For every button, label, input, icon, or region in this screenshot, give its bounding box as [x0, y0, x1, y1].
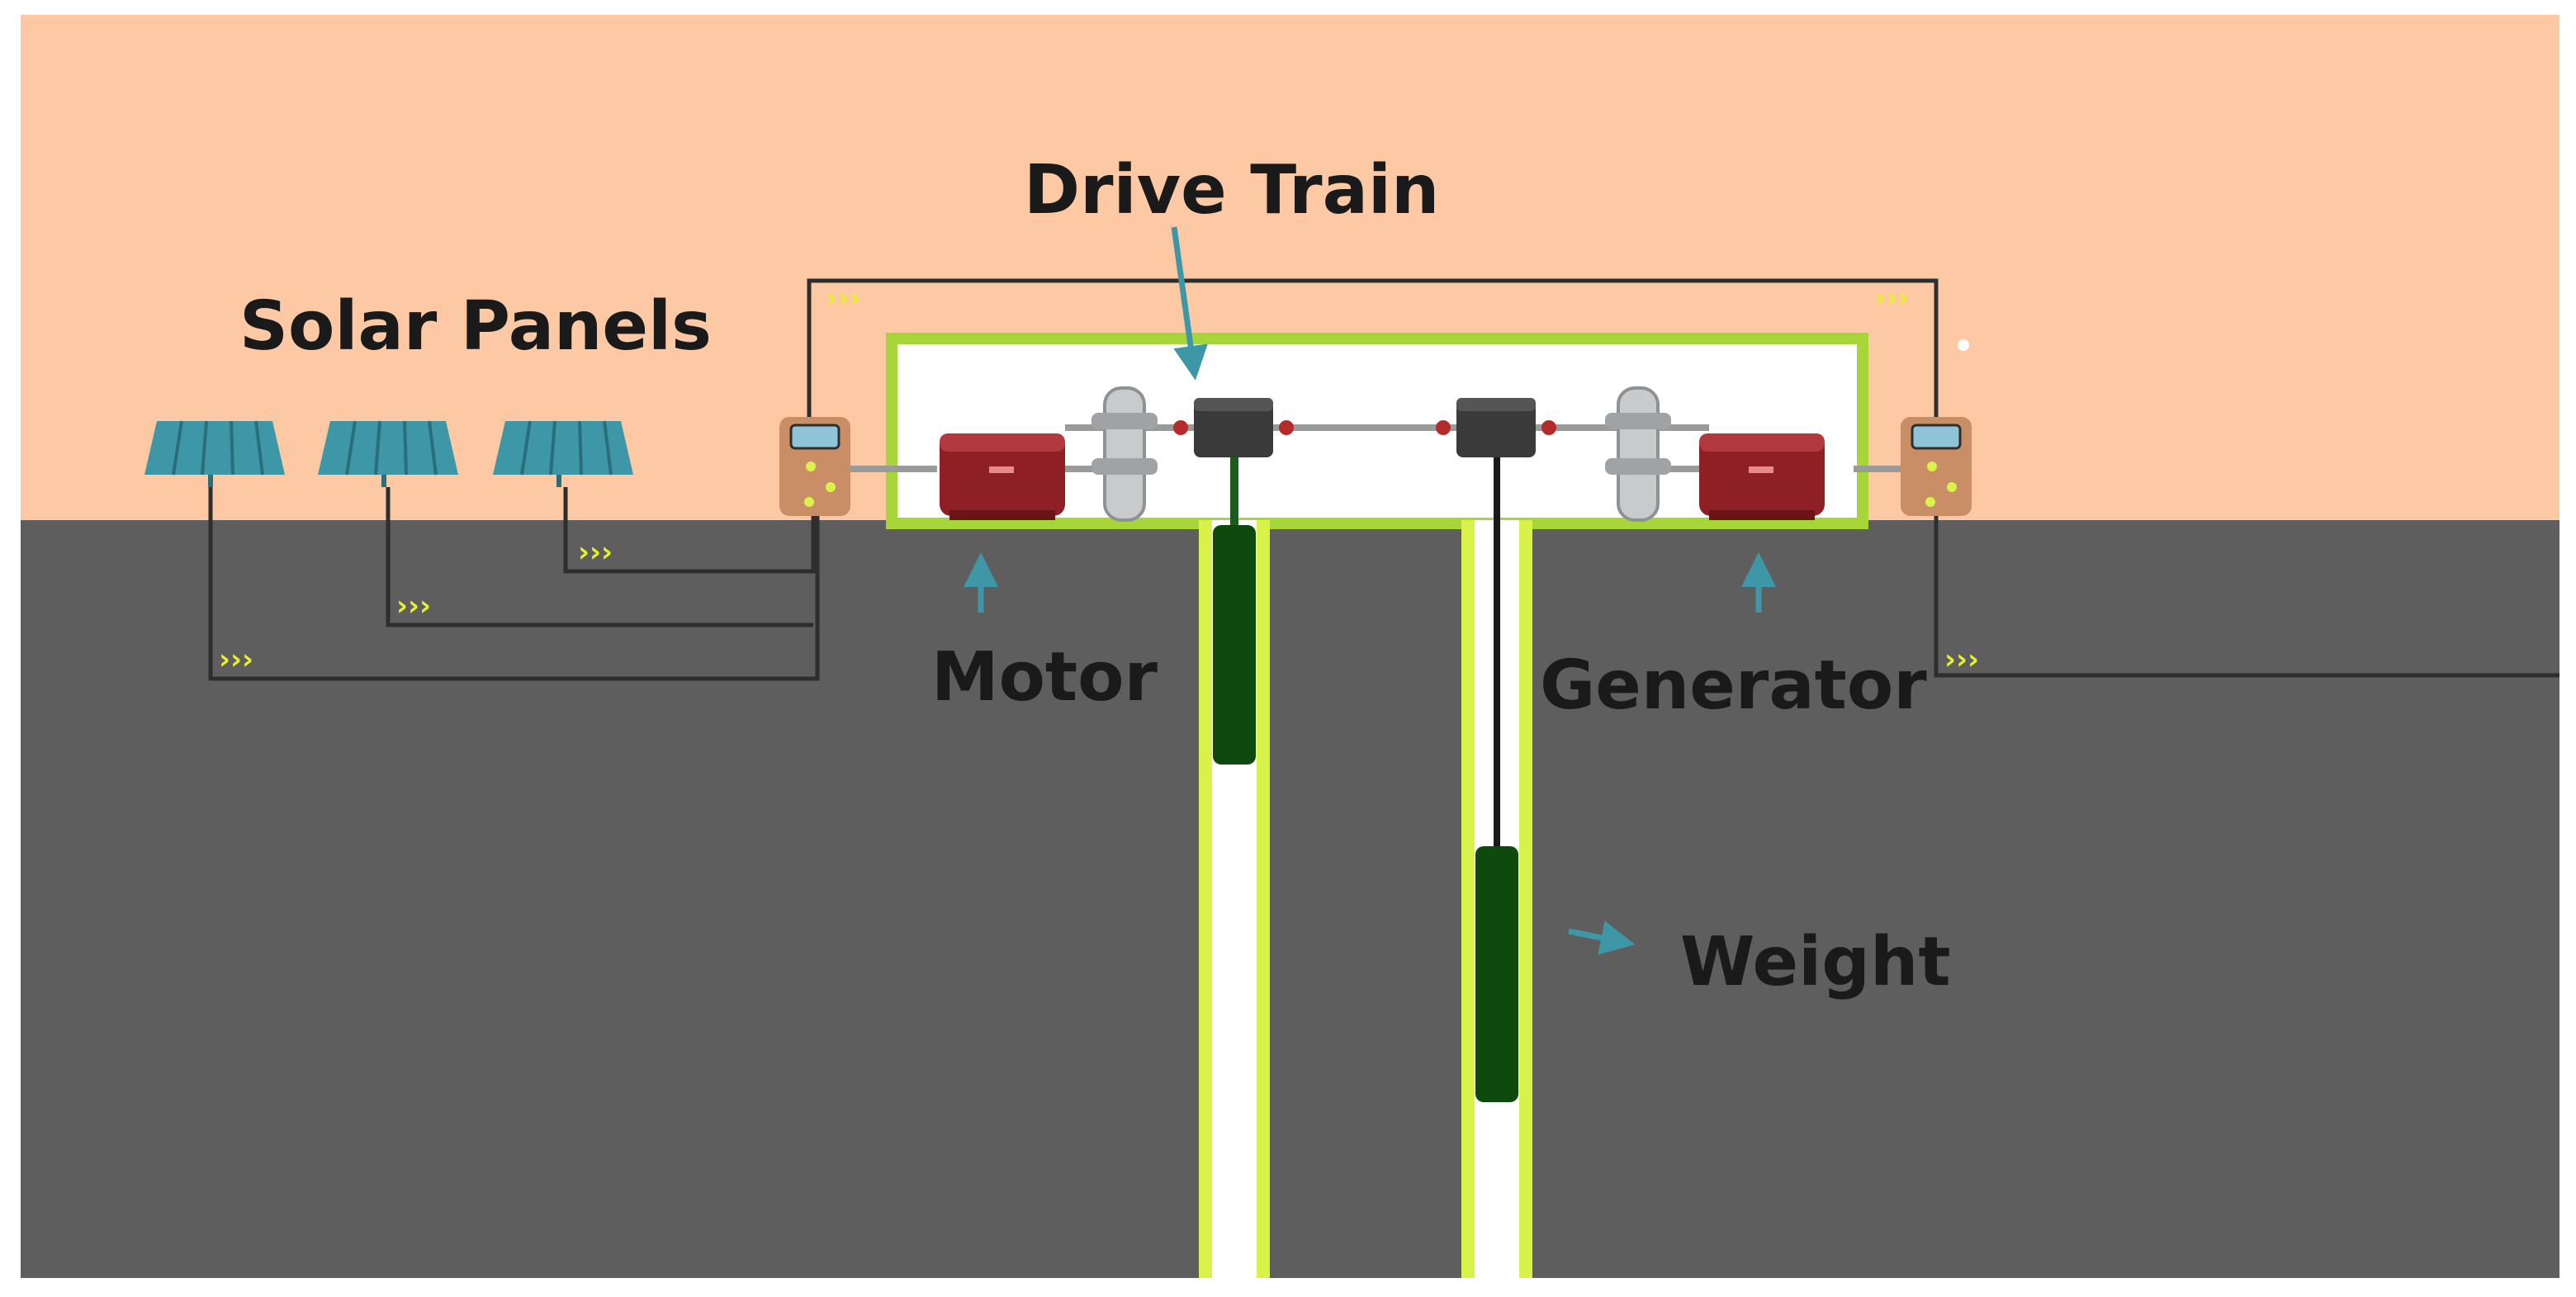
label-drive-train: Drive Train [1024, 151, 1440, 230]
flow-marker-panel-2: ››› [396, 589, 431, 622]
sparkle-dot [1958, 339, 1969, 351]
label-motor: Motor [931, 638, 1158, 717]
flow-marker-output: ››› [1944, 643, 1979, 676]
ground [21, 520, 2559, 1278]
label-generator: Generator [1540, 646, 1927, 725]
output-wire [1934, 516, 2559, 678]
flow-marker-panel-1: ››› [219, 643, 253, 676]
weight-arrow [1568, 921, 1636, 955]
generator-unit [1699, 433, 1825, 520]
solar-panel-1 [144, 420, 285, 487]
flow-marker-top-left: ››› [826, 282, 860, 315]
top-wire [807, 278, 1939, 421]
left-controller [779, 417, 850, 516]
solar-panel-2 [318, 420, 458, 487]
right-controller [1901, 417, 1972, 516]
left-weight [1213, 525, 1256, 764]
panel-3-wire [563, 487, 816, 574]
left-winch-drum [1173, 398, 1294, 457]
drive-train-arrow [1171, 226, 1208, 381]
panel-2-wire [386, 487, 813, 627]
flow-marker-panel-3: ››› [578, 536, 613, 569]
right-winch-drum [1436, 398, 1556, 457]
right-weight [1475, 846, 1518, 1102]
left-bearing [1091, 386, 1158, 522]
label-weight: Weight [1680, 923, 1951, 1001]
label-solar-panels: Solar Panels [239, 287, 712, 366]
motor-unit [940, 433, 1065, 520]
right-bearing [1605, 386, 1671, 522]
panel-1-wire [208, 487, 820, 681]
solar-panel-3 [493, 420, 633, 487]
flow-marker-top-right: ››› [1874, 282, 1909, 315]
